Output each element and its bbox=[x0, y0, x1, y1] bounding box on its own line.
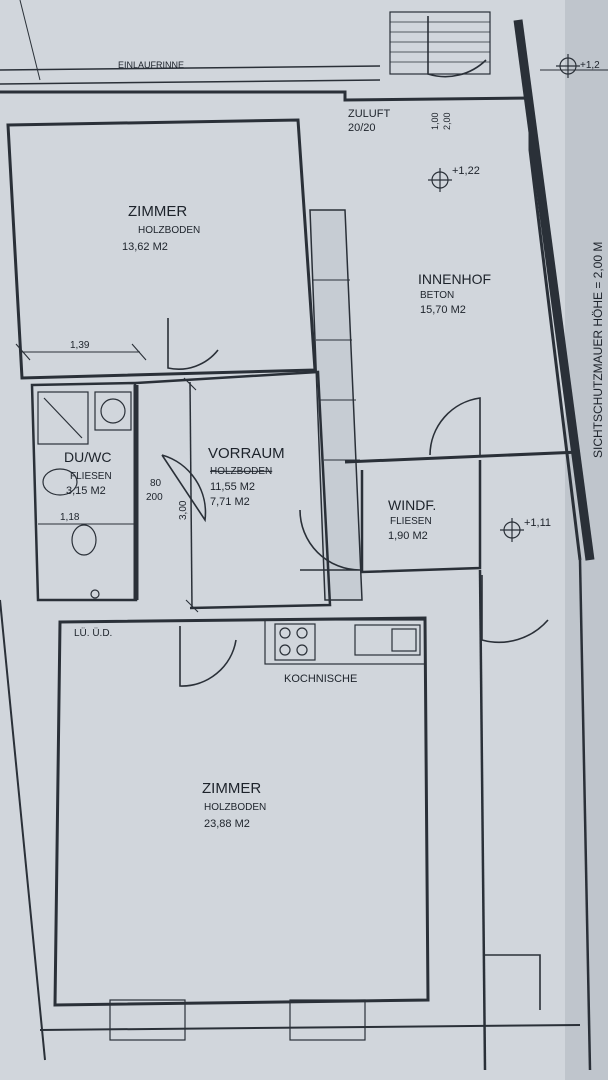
top-line bbox=[19, 0, 41, 81]
bathroom-fixtures bbox=[37, 391, 132, 599]
dim-300: 3,00 bbox=[178, 500, 189, 520]
wall-column bbox=[309, 209, 363, 601]
dim-80: 80 bbox=[150, 478, 162, 489]
dim-200: 200 bbox=[146, 492, 163, 503]
zuluft-label: ZULUFT bbox=[348, 108, 390, 120]
lu-ud-label: LÜ. Ü.D. bbox=[74, 627, 112, 639]
level-marker-top bbox=[556, 54, 580, 78]
dim-139: 1,39 bbox=[70, 340, 90, 351]
einlaufrinne-line-2 bbox=[0, 79, 381, 85]
duwc-name: DU/WC bbox=[64, 449, 111, 465]
zimmer2-outer-left bbox=[0, 599, 46, 1061]
kochnische-label: KOCHNISCHE bbox=[284, 673, 357, 685]
zimmer2-walls bbox=[53, 616, 430, 1007]
zimmer1-floor: HOLZBODEN bbox=[138, 225, 200, 236]
doors bbox=[161, 16, 549, 1010]
sichtschutzmauer bbox=[513, 19, 595, 561]
kitchen-counter bbox=[264, 619, 426, 665]
right-corridor-left bbox=[478, 569, 487, 1071]
einlaufrinne-line-1 bbox=[0, 65, 381, 71]
innenhof-lower-wall bbox=[344, 450, 581, 464]
zimmer2-outer-bottom bbox=[39, 1024, 581, 1031]
level-windf-text: +1,11 bbox=[524, 517, 551, 529]
vorraum-area: 7,71 M2 bbox=[210, 496, 250, 508]
door-top-100: 1,00 bbox=[430, 112, 440, 130]
zimmer1-name: ZIMMER bbox=[128, 203, 187, 220]
sichtschutz-label: SICHTSCHUTZMAUER HÖHE = 2,00 M bbox=[591, 242, 605, 458]
vorraum-floor: HOLZBODEN bbox=[210, 466, 272, 477]
door-top-200: 2,00 bbox=[442, 112, 452, 130]
duwc-floor: FLIESEN bbox=[70, 471, 112, 482]
einlaufrinne-label: EINLAUFRINNE bbox=[118, 60, 184, 70]
windf-name: WINDF. bbox=[388, 497, 436, 513]
dim-118: 1,18 bbox=[60, 512, 80, 523]
windf-walls bbox=[360, 460, 482, 574]
right-corridor-right bbox=[578, 559, 592, 1071]
zuluft-size: 20/20 bbox=[348, 122, 376, 134]
dimension-lines bbox=[15, 343, 199, 613]
zimmer2-floor: HOLZBODEN bbox=[204, 802, 266, 813]
level-hof-text: +1,22 bbox=[452, 165, 480, 177]
stairs bbox=[389, 11, 491, 75]
windows-bottom bbox=[109, 999, 366, 1041]
vorraum-walls bbox=[135, 370, 332, 610]
zimmer2-name: ZIMMER bbox=[202, 780, 261, 797]
level-marker-windf bbox=[500, 518, 524, 542]
outer-wall bbox=[0, 90, 582, 561]
vorraum-name: VORRAUM bbox=[208, 445, 285, 462]
zimmer1-area: 13,62 M2 bbox=[122, 241, 168, 253]
innenhof-area: 15,70 M2 bbox=[420, 304, 466, 316]
vorraum-area-old: 11,55 M2 bbox=[210, 481, 255, 493]
innenhof-name: INNENHOF bbox=[418, 271, 491, 287]
zimmer1-walls bbox=[6, 118, 317, 380]
innenhof-floor: BETON bbox=[420, 290, 454, 301]
zimmer2-area: 23,88 M2 bbox=[204, 818, 250, 830]
windf-floor: FLIESEN bbox=[390, 516, 432, 527]
windf-area: 1,90 M2 bbox=[388, 530, 428, 542]
level-top-text: +1,2 bbox=[580, 60, 600, 71]
level-marker-hof bbox=[428, 168, 452, 192]
vorraum-mid bbox=[189, 381, 193, 609]
duwc-area: 3,15 M2 bbox=[66, 485, 106, 497]
